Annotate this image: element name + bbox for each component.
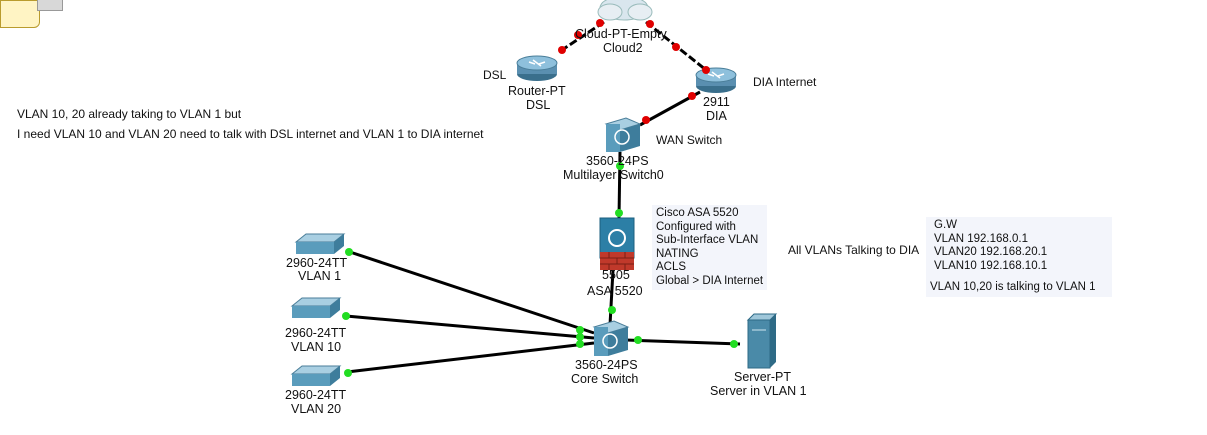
sw20-type-label: 2960-24TT	[285, 388, 347, 402]
link-down-dot	[642, 116, 650, 124]
cloud-type-label: Cloud-PT-Empty	[575, 27, 667, 41]
tool-edge	[37, 0, 63, 11]
asa-note-line: Sub-Interface VLAN	[656, 234, 759, 246]
link-up-dot	[576, 333, 584, 341]
gw-note-line	[930, 273, 1108, 281]
link-up-dot	[730, 340, 738, 348]
link-up-dot	[576, 326, 584, 334]
dsl-router-name-label: DSL	[526, 98, 551, 112]
dsl-router-type-label: Router-PT	[508, 84, 566, 98]
server-icon[interactable]	[746, 313, 778, 369]
link-down-dot	[688, 92, 696, 100]
link-core-sw1	[349, 250, 595, 335]
link-down-dot	[574, 31, 582, 39]
gw-note-line: VLAN 10,20 is talking to VLAN 1	[930, 281, 1096, 293]
wan-side-label: WAN Switch	[656, 133, 723, 147]
asa-note-line: Configured with	[656, 220, 736, 233]
link-down-dot	[672, 43, 680, 51]
server-name-label: Server in VLAN 1	[710, 384, 807, 398]
solid-links	[345, 90, 741, 374]
link-asa-core	[608, 269, 615, 326]
gw-note-line: VLAN20 192.168.20.1	[934, 246, 1048, 258]
link-up-dot	[345, 248, 353, 256]
switch-icon[interactable]	[290, 365, 342, 386]
asa-note-line: Cisco ASA 5520	[656, 207, 739, 219]
link-up-dot	[616, 162, 624, 170]
link-up-dot	[342, 312, 350, 320]
server-type-label: Server-PT	[734, 370, 791, 384]
gw-note-line: G.W	[934, 219, 957, 231]
router-icon[interactable]	[695, 67, 737, 93]
asa-config-note: Cisco ASA 5520 Configured with Sub-Inter…	[652, 205, 768, 290]
cloud-name-label: Cloud2	[603, 41, 643, 55]
router-icon[interactable]	[516, 55, 558, 81]
link-up-dot	[608, 306, 616, 314]
note-line-2: I need VLAN 10 and VLAN 20 need to talk …	[17, 127, 484, 141]
sw1-name-label: VLAN 1	[298, 269, 342, 283]
gw-note-line: VLAN10 192.168.10.1	[934, 259, 1048, 272]
gateway-note: G.W VLAN 192.168.0.1 VLAN20 192.168.20.1…	[926, 217, 1112, 297]
sw10-name-label: VLAN 10	[291, 340, 342, 354]
dsl-side-label: DSL	[483, 68, 507, 82]
switch-icon[interactable]	[290, 297, 342, 318]
link-core-server	[625, 338, 741, 346]
sw10-type-label: 2960-24TT	[285, 326, 347, 340]
asa-type-label: 5505	[602, 268, 630, 282]
link-down-dot	[646, 20, 654, 28]
note-line-1: VLAN 10, 20 already taking to VLAN 1 but	[17, 107, 242, 121]
dia-router-type-label: 2911	[703, 95, 730, 109]
link-core-sw20	[346, 341, 595, 374]
link-status-dots	[342, 19, 738, 377]
asa-firewall-icon[interactable]	[599, 217, 635, 270]
asa-note-line: NATING	[656, 247, 699, 260]
link-up-dot	[634, 336, 642, 344]
asa-note-line: Global > DIA Internet	[656, 274, 764, 287]
multilayer-switch-icon[interactable]	[592, 320, 630, 356]
asa-name-label: ASA 5520	[587, 284, 643, 298]
link-up-dot	[344, 369, 352, 377]
gw-note-line: VLAN 192.168.0.1	[934, 232, 1028, 245]
link-down-dot	[702, 66, 710, 74]
cloud-icon[interactable]	[597, 0, 653, 21]
link-up-dot	[576, 340, 584, 348]
wan-switch-name-label: Multilayer Switch0	[563, 168, 664, 182]
sw1-type-label: 2960-24TT	[286, 256, 348, 270]
sw20-name-label: VLAN 20	[291, 402, 342, 416]
core-switch-type-label: 3560-24PS	[575, 358, 638, 372]
multilayer-switch-icon[interactable]	[604, 117, 642, 152]
link-down-dot	[558, 46, 566, 54]
dia-router-name-label: DIA	[706, 109, 727, 123]
core-switch-name-label: Core Switch	[571, 372, 639, 386]
switch-icon[interactable]	[294, 233, 346, 254]
wan-switch-type-label: 3560-24PS	[586, 154, 649, 168]
asa-note-line: ACLS	[656, 261, 687, 273]
link-core-sw10	[345, 314, 595, 340]
link-cloud-dsl	[561, 20, 605, 52]
link-down-dot	[596, 19, 604, 27]
workspace-tool-icon[interactable]	[0, 0, 63, 28]
dia-side-label: DIA Internet	[753, 75, 817, 89]
link-up-dot	[615, 209, 623, 217]
vlans-dia-note: All VLANs Talking to DIA	[788, 243, 920, 257]
